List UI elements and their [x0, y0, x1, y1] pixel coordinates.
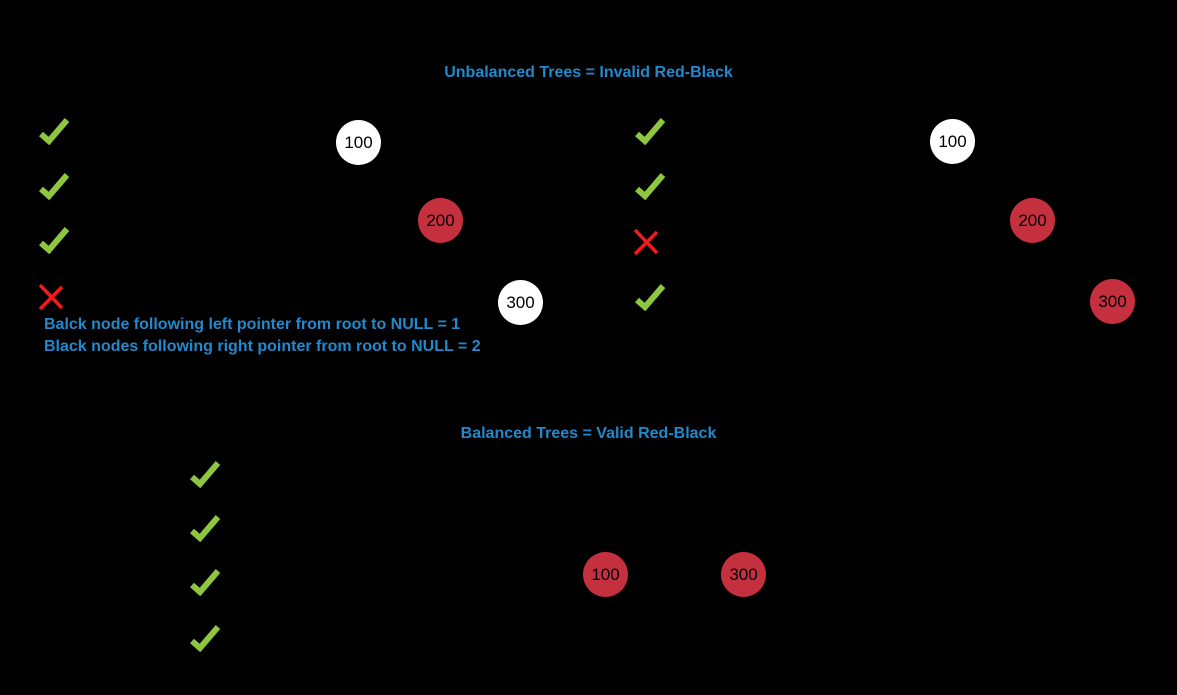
- unbalanced-section-title: Unbalanced Trees = Invalid Red-Black: [444, 64, 733, 81]
- tree-node: 300: [721, 552, 766, 597]
- check-icon: [189, 460, 221, 488]
- check-icon: [189, 624, 221, 652]
- check-icon: [634, 283, 666, 311]
- note-line: Black nodes following right pointer from…: [44, 338, 481, 355]
- check-icon: [634, 172, 666, 200]
- cross-icon: [629, 225, 663, 257]
- node-value: 300: [729, 564, 758, 584]
- tree-node: 300: [498, 280, 543, 325]
- node-value: 200: [1018, 210, 1047, 230]
- black-node-count-note: Balck node following left pointer from r…: [44, 314, 481, 358]
- node-value: 300: [506, 292, 535, 312]
- check-icon: [38, 226, 70, 254]
- node-value: 100: [344, 132, 373, 152]
- tree-node: 200: [1010, 198, 1055, 243]
- node-value: 300: [1098, 291, 1127, 311]
- tree-node: 300: [1090, 279, 1135, 324]
- balanced-section-title: Balanced Trees = Valid Red-Black: [460, 425, 717, 442]
- tree-node: 100: [583, 552, 628, 597]
- cross-icon: [34, 280, 68, 312]
- node-value: 200: [426, 210, 455, 230]
- node-value: 100: [591, 564, 620, 584]
- tree-node: 200: [418, 198, 463, 243]
- node-value: 100: [938, 131, 967, 151]
- check-icon: [634, 117, 666, 145]
- check-icon: [38, 172, 70, 200]
- tree-node: 100: [930, 119, 975, 164]
- check-icon: [38, 117, 70, 145]
- tree-node: 100: [336, 120, 381, 165]
- note-line: Balck node following left pointer from r…: [44, 316, 461, 333]
- check-icon: [189, 568, 221, 596]
- check-icon: [189, 514, 221, 542]
